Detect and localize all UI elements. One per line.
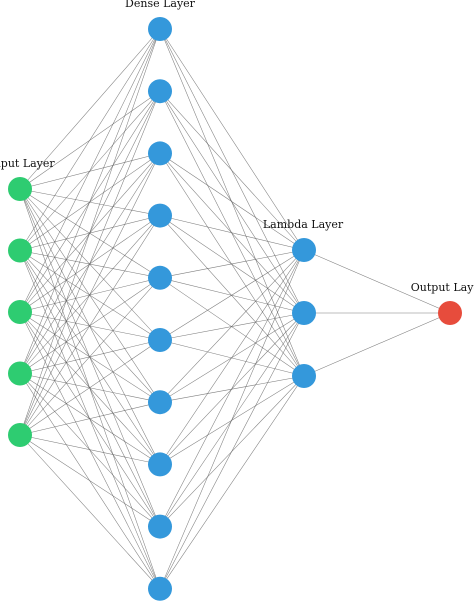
input-neuron-1 xyxy=(8,177,32,201)
connection-dense-1-to-lambda-1 xyxy=(159,91,305,314)
connection-input-1-to-dense-4 xyxy=(19,250,161,279)
connection-input-3-to-dense-0 xyxy=(19,28,161,374)
connection-dense-5-to-lambda-2 xyxy=(159,339,305,377)
connection-dense-8-to-lambda-0 xyxy=(159,249,305,527)
dense-neuron-6 xyxy=(148,328,172,352)
connection-dense-7-to-lambda-0 xyxy=(159,249,305,465)
output-neuron-1 xyxy=(438,301,462,325)
connection-dense-4-to-lambda-0 xyxy=(159,249,305,279)
dense-neuron-10 xyxy=(148,576,172,601)
connection-dense-1-to-lambda-0 xyxy=(159,91,305,251)
connection-dense-2-to-lambda-0 xyxy=(159,153,305,251)
neuron-nodes xyxy=(8,17,462,601)
connection-dense-5-to-lambda-0 xyxy=(159,249,305,341)
input-neuron-4 xyxy=(8,361,32,386)
input-layer-label: Input Layer xyxy=(0,157,55,170)
connection-input-1-to-dense-6 xyxy=(19,250,161,403)
connection-input-0-to-dense-5 xyxy=(19,188,161,341)
input-neuron-2 xyxy=(8,238,32,263)
connection-input-3-to-dense-9 xyxy=(19,373,161,589)
input-neuron-3 xyxy=(8,300,32,324)
connection-dense-6-to-lambda-2 xyxy=(159,375,305,403)
lambda-layer-label: Lambda Layer xyxy=(263,218,344,231)
connection-input-0-to-dense-4 xyxy=(19,188,161,279)
connection-input-3-to-dense-8 xyxy=(19,373,161,527)
output-layer-label: Output Layer xyxy=(411,281,474,294)
connection-dense-3-to-lambda-1 xyxy=(159,215,305,314)
connection-input-0-to-dense-6 xyxy=(19,188,161,403)
connection-input-4-to-dense-7 xyxy=(19,434,161,465)
connection-lambda-0-to-output-0 xyxy=(303,249,451,314)
connection-input-4-to-dense-3 xyxy=(19,215,161,436)
dense-neuron-8 xyxy=(148,452,172,477)
connection-input-1-to-dense-0 xyxy=(19,28,161,251)
connection-dense-2-to-lambda-2 xyxy=(159,153,305,377)
connection-dense-2-to-lambda-1 xyxy=(159,153,305,314)
connection-dense-9-to-lambda-0 xyxy=(159,249,305,589)
connection-input-4-to-dense-9 xyxy=(19,434,161,589)
connection-input-2-to-dense-7 xyxy=(19,311,161,465)
connection-input-4-to-dense-8 xyxy=(19,434,161,527)
connection-input-4-to-dense-5 xyxy=(19,339,161,436)
connection-input-4-to-dense-6 xyxy=(19,401,161,436)
lambda-neuron-2 xyxy=(292,301,316,325)
connection-input-4-to-dense-2 xyxy=(19,153,161,436)
dense-neuron-1 xyxy=(148,17,172,41)
dense-neuron-2 xyxy=(148,79,172,104)
connection-dense-6-to-lambda-0 xyxy=(159,249,305,403)
connection-input-2-to-dense-5 xyxy=(19,311,161,341)
dense-neuron-3 xyxy=(148,141,172,166)
connection-dense-3-to-lambda-0 xyxy=(159,215,305,251)
connection-input-4-to-dense-4 xyxy=(19,277,161,436)
input-neuron-5 xyxy=(8,423,32,447)
lambda-neuron-1 xyxy=(292,238,316,262)
dense-neuron-5 xyxy=(148,265,172,290)
connection-input-0-to-dense-0 xyxy=(19,28,161,190)
dense-neuron-7 xyxy=(148,390,172,415)
connection-dense-0-to-lambda-0 xyxy=(159,28,305,251)
connection-dense-4-to-lambda-1 xyxy=(159,277,305,314)
connection-dense-9-to-lambda-2 xyxy=(159,375,305,589)
connection-input-1-to-dense-7 xyxy=(19,250,161,465)
connection-input-4-to-dense-0 xyxy=(19,28,161,436)
layer-labels: Input Layer Dense Layer Lambda Layer Out… xyxy=(0,0,474,294)
dense-neuron-9 xyxy=(148,514,172,539)
connection-lines xyxy=(19,28,451,589)
connection-input-0-to-dense-3 xyxy=(19,188,161,216)
connection-dense-4-to-lambda-2 xyxy=(159,277,305,377)
connection-input-4-to-dense-1 xyxy=(19,91,161,436)
connection-lambda-2-to-output-0 xyxy=(303,312,451,377)
connection-dense-9-to-lambda-1 xyxy=(159,312,305,589)
dense-neuron-4 xyxy=(148,203,172,228)
connection-input-3-to-dense-6 xyxy=(19,373,161,403)
dense-layer-label: Dense Layer xyxy=(125,0,196,10)
connection-input-2-to-dense-8 xyxy=(19,311,161,527)
connection-input-2-to-dense-0 xyxy=(19,28,161,313)
lambda-neuron-3 xyxy=(292,364,316,388)
connection-dense-3-to-lambda-2 xyxy=(159,215,305,377)
